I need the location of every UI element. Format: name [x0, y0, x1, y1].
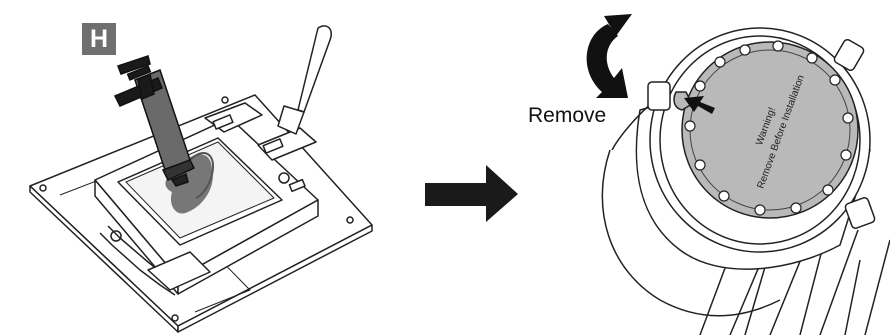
right-arrow-icon	[425, 165, 518, 222]
pump-head-illustration: Warning! Remove Before Installation	[602, 28, 890, 335]
remove-label: Remove	[528, 104, 606, 128]
motherboard-illustration	[30, 95, 372, 332]
rotate-counterclockwise-icon	[587, 14, 632, 98]
spatula-icon	[278, 26, 331, 134]
step-badge: H	[82, 23, 116, 55]
